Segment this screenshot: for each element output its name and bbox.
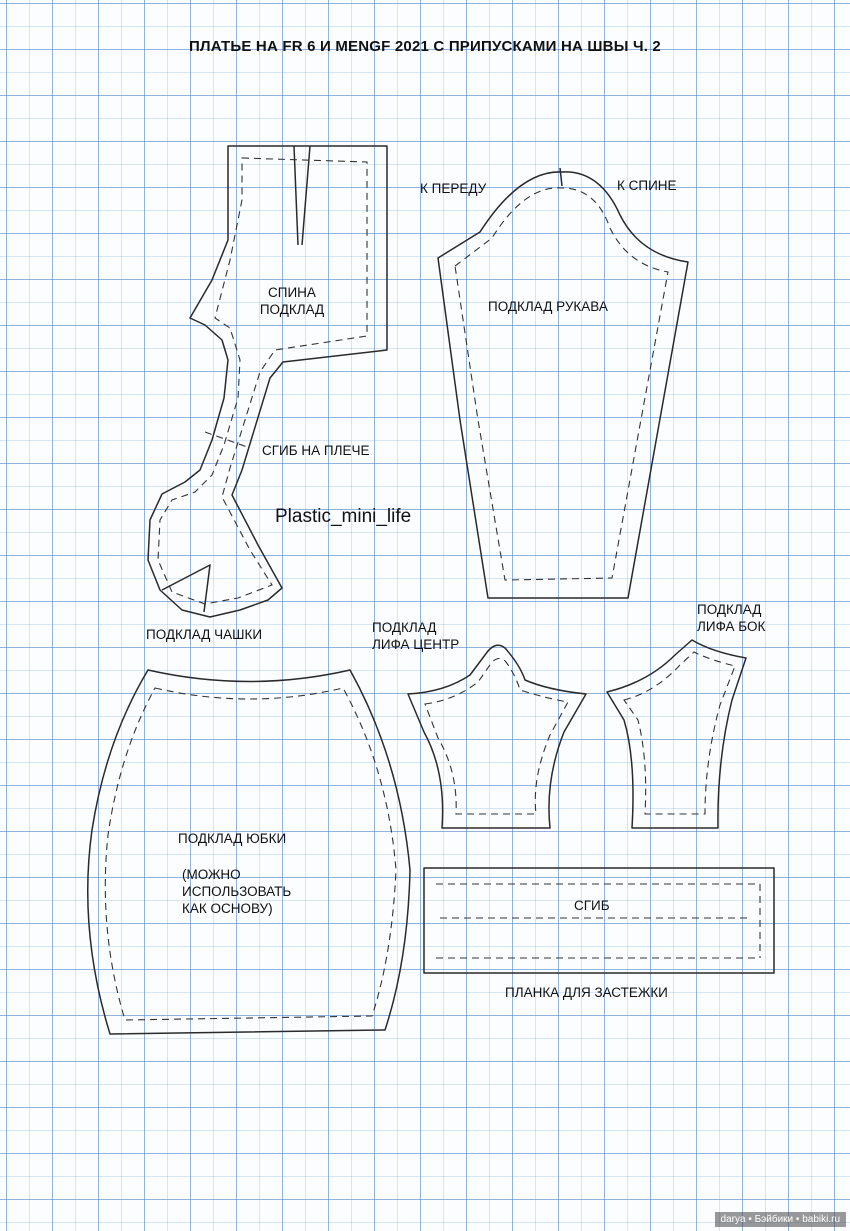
bodice-side-lining-piece: [606, 639, 747, 829]
credit-watermark: darya • Бэйбики • babiki.ru: [714, 1212, 846, 1227]
sleeve-lining-label: ПОДКЛАД РУКАВА: [488, 299, 608, 314]
skirt-lining-piece: [87, 669, 411, 1035]
skirt-lining-label: ПОДКЛАД ЮБКИ: [178, 831, 287, 846]
cup-lining-label: ПОДКЛАД ЧАШКИ: [146, 627, 263, 642]
placket-piece: [423, 867, 775, 974]
skirt-note: (МОЖНО ИСПОЛЬЗОВАТЬ КАК ОСНОВУ): [182, 867, 292, 916]
watermark: Plastic_mini_life: [275, 506, 412, 527]
sleeve-lining-piece: [437, 167, 689, 599]
bodice-side-lining-label: ПОДКЛАД ЛИФА БОК: [697, 602, 766, 634]
dart-line: [301, 145, 311, 246]
back-lining-piece: [147, 145, 388, 618]
placket-label: ПЛАНКА ДЛЯ ЗАСТЕЖКИ: [505, 985, 668, 1000]
cup-dart: [161, 564, 211, 613]
back-lining-label: СПИНА ПОДКЛАД: [259, 285, 325, 317]
bodice-center-lining-piece: [407, 644, 587, 829]
to-back-label: К СПИНЕ: [617, 178, 677, 193]
sleeve-notch: [559, 167, 563, 187]
shoulder-fold-label: СГИБ НА ПЛЕЧЕ: [262, 443, 370, 458]
to-front-label: К ПЕРЕДУ: [420, 181, 487, 196]
shoulder-fold-line: [204, 431, 251, 449]
bodice-center-lining-label: ПОДКЛАД ЛИФА ЦЕНТР: [372, 620, 460, 652]
fold-label: СГИБ: [574, 898, 610, 913]
dart-line: [293, 145, 299, 246]
page-title: ПЛАТЬЕ НА FR 6 И MENGF 2021 С ПРИПУСКАМИ…: [189, 38, 661, 55]
